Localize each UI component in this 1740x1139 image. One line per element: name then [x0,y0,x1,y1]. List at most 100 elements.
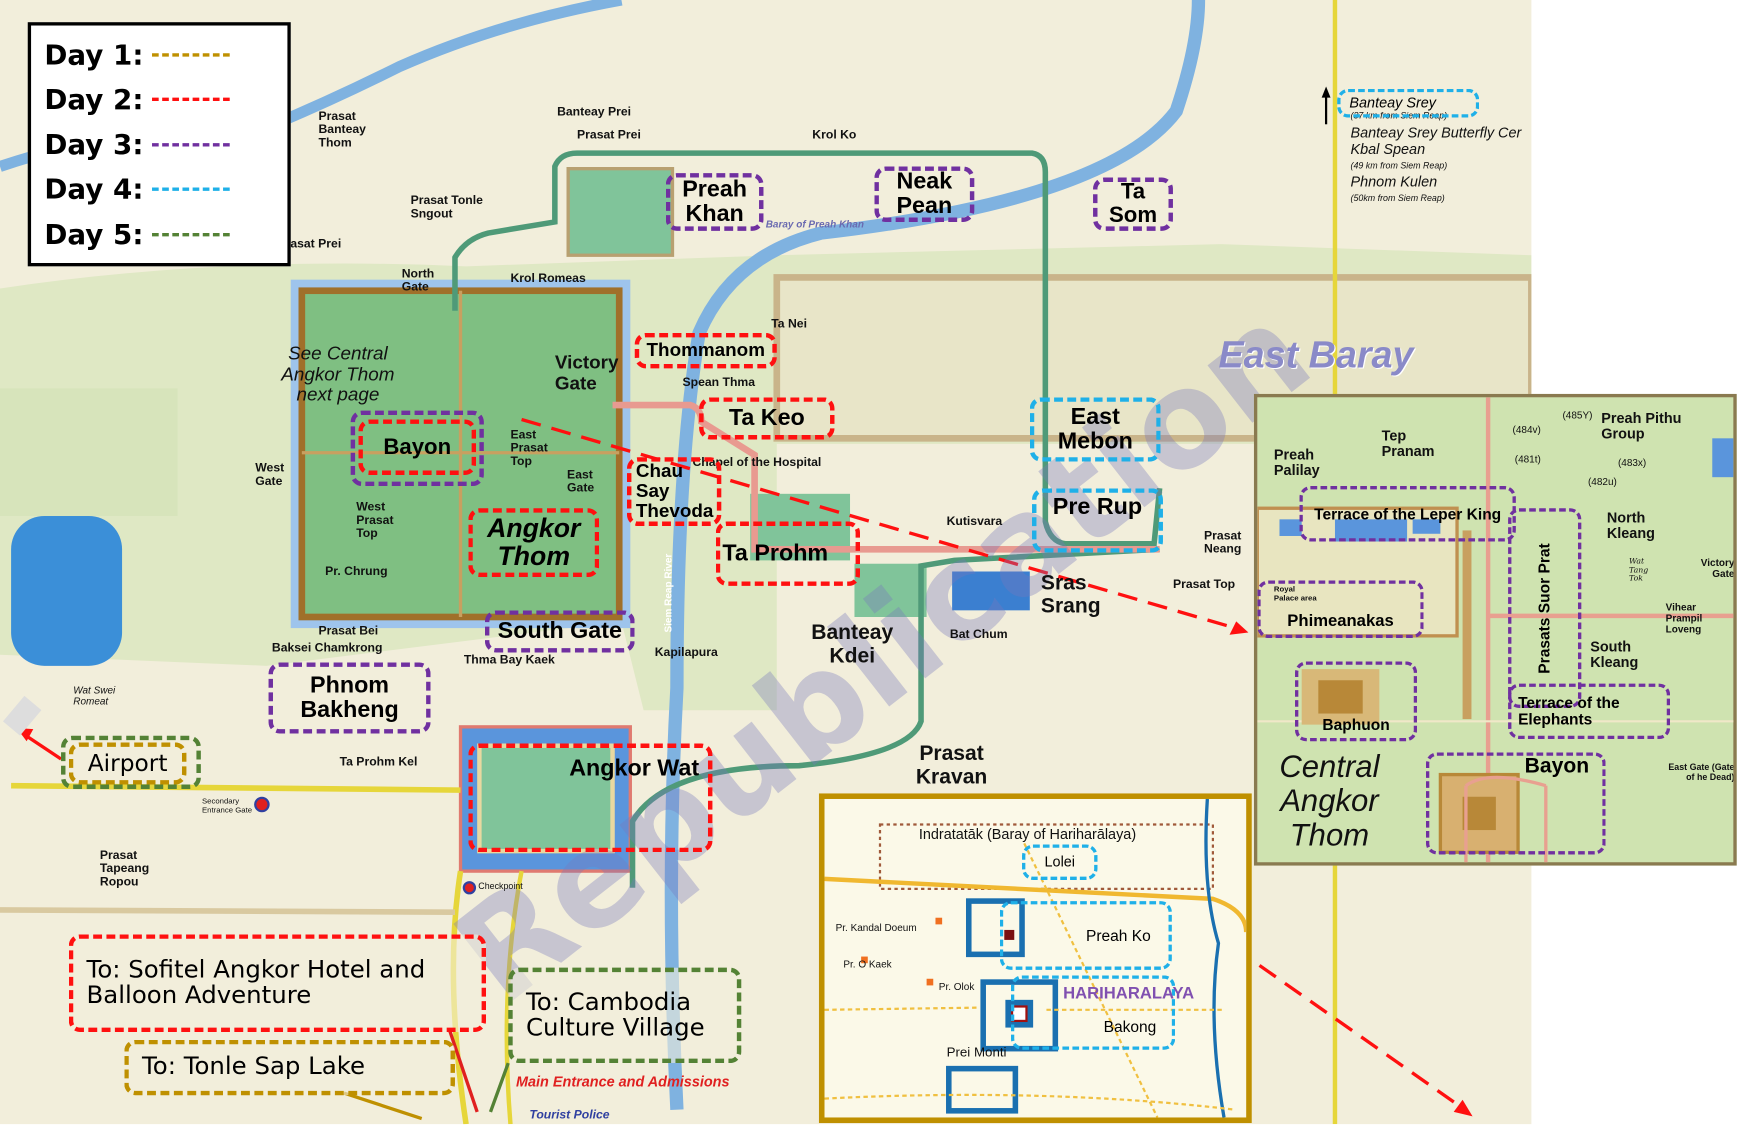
label-tourist-police: Tourist Police [529,1108,610,1122]
stop-sofitel[interactable]: To: Sofitel Angkor Hotel and Balloon Adv… [68,934,487,1033]
label-west-prasat-top: West Prasat Top [356,500,394,541]
sras-srang-lake [952,571,1030,611]
label-kbal-distance: (49 km from Siem Reap) [1350,160,1448,171]
park-area [0,388,178,517]
stop-preah-khan[interactable]: Preah Khan [665,173,764,231]
label-kbal-spean: Kbal Spean [1350,140,1426,158]
label-chapel-hospital: Chapel of the Hospital [692,456,822,470]
stop-bayon[interactable]: Bayon [358,419,477,475]
preah-khan-site [566,167,675,257]
stop-baphuon[interactable]: Baphuon [1295,661,1418,742]
airport-arrow [23,733,62,761]
legend-swatch [152,232,230,237]
legend-day4: Day 4: [44,167,274,212]
label-bat-chum: Bat Chum [949,628,1008,642]
callout-arrow-roluos [1258,964,1466,1112]
stop-thommanom[interactable]: Thommanom [634,332,777,369]
stop-ta-prohm[interactable]: Ta Prohm [715,521,861,586]
stop-phnom-bakheng[interactable]: Phnom Bakheng [268,662,431,734]
inset-label-victory-gate: Victory Gate [1700,557,1735,580]
grand-circuit-road [452,150,1163,547]
label-pr-chrung: Pr. Chrung [325,564,388,579]
checkpoint-marker [462,881,477,895]
stop-preah-ko[interactable]: Preah Ko [999,901,1172,970]
sofitel-arrow [447,1029,479,1113]
legend-label: Day 5: [44,218,144,251]
label-wat-swei-romeat: Wat Swei Romeat [73,684,116,707]
inset-label-north-kleang: North Kleang [1606,509,1655,542]
inset-label-484v: (484v) [1512,423,1541,436]
stop-neak-pean[interactable]: Neak Pean [874,166,975,222]
siem-reap-river [664,0,1206,1111]
label-baray-preah-khan: Baray of Preah Khan [765,218,864,230]
label-baksei-chamkrong: Baksei Chamkrong [271,641,383,655]
label-prasat-prei-west: Prasat Prei [277,237,342,251]
roluos-label-indratataka: Indratatāk (Baray of Hariharālaya) [918,825,1137,843]
label-checkpoint: Checkpoint [478,881,523,892]
legend-label: Day 3: [44,128,144,161]
inset-roluos-base [824,798,1247,1118]
inset-label-east-gate: East Gate (Gate of he Dead) [1668,762,1735,783]
stop-bayon-inset[interactable]: Bayon [1425,752,1606,855]
label-prasat-prei: Prasat Prei [577,128,641,143]
label-sras-srang: Sras Srang [1040,571,1101,618]
stop-phimeanakas[interactable]: Phimeanakas [1257,580,1424,639]
inset-central-angkor-thom: Preah Palilay Tep Pranam Preah Pithu Gro… [1253,393,1737,866]
inset-label-south-kleang: South Kleang [1590,638,1639,671]
stop-chau-say-thevoda[interactable]: Chau Say Thevoda [626,457,722,526]
label-victory-gate: Victory Gate [554,351,619,394]
stop-angkor-thom[interactable]: Angkor Thom [468,508,600,578]
legend-day2: Day 2: [44,77,274,122]
label-secondary-gate: Secondary Entrance Gate [201,797,253,815]
stop-east-mebon[interactable]: East Mebon [1029,397,1161,462]
secondary-gate-marker [254,796,270,813]
inset-label-wat-tang-tok: Wat Tang Tok [1629,557,1649,584]
label-main-entrance: Main Entrance and Admissions [516,1073,730,1090]
suor-prat-label: Prasats Suor Prat [1535,542,1554,674]
label-banteay-kdei: Banteay Kdei [811,621,894,668]
roluos-label-prei-monti: Prei Monti [946,1044,1007,1060]
label-spean-thma: Spean Thma [682,376,756,390]
stop-south-gate[interactable]: South Gate [484,610,635,653]
legend-label: Day 2: [44,83,144,116]
stop-ta-som[interactable]: Ta Som [1093,177,1173,231]
label-see-central: See Central Angkor Thom next page [281,342,395,406]
label-ta-nei: Ta Nei [771,317,807,331]
legend-day5: Day 5: [44,212,274,257]
label-prasat-tapeang-ropou: Prasat Tapeang Ropou [99,848,150,890]
stop-bayon-day3[interactable]: Bayon [350,410,484,487]
label-kapilapura: Kapilapura [654,645,718,660]
stop-airport[interactable]: Airport [68,742,187,785]
inset-roluos-group: Indratatāk (Baray of Hariharālaya) Lolei… [818,793,1252,1124]
label-prasat-banteay-thom: Prasat Banteay Thom [318,109,366,151]
stop-angkor-wat[interactable]: Angkor Wat [468,743,713,853]
legend-swatch [152,97,230,102]
stop-terrace-leper-king[interactable]: Terrace of the Leper King [1299,486,1516,542]
roluos-label-olok: Pr. Olok [938,980,975,993]
legend-label: Day 1: [44,38,144,71]
label-kulen-distance: (50km from Siem Reap) [1350,193,1445,204]
inset-label-royal-palace: Royal Palace area [1273,585,1317,603]
label-prasat-tonle-sngout: Prasat Tonle Sngout [410,194,483,221]
stop-culture-village[interactable]: To: Cambodia Culture Village [508,967,742,1064]
roluos-label-hariharalaya: HARIHARALAYA [1063,984,1195,1004]
stop-pre-rup[interactable]: Pre Rup [1032,488,1163,553]
stop-ta-keo[interactable]: Ta Keo [699,397,835,440]
label-krol-ko: Krol Ko [812,128,857,143]
stop-tonle-sap[interactable]: To: Tonle Sap Lake [124,1039,455,1096]
stop-bakong[interactable]: Bakong [1010,975,1176,1050]
stop-airport-day5[interactable]: Airport [61,735,201,789]
stop-terrace-elephants[interactable]: Terrace of the Elephants [1508,683,1671,740]
label-east-baray: East Baray [1218,334,1414,377]
inset-central-base [1257,397,1734,863]
stop-lolei[interactable]: Lolei [1022,844,1098,880]
stop-prasats-suor-prat[interactable]: Prasats Suor Prat [1508,508,1582,708]
label-prasat-neang: Prasat Neang [1204,529,1242,557]
inset-label-preah-pithu: Preah Pithu Group [1601,409,1682,442]
inset-label-tep-pranam: Tep Pranam [1381,427,1435,460]
label-phnom-kulen: Phnom Kulen [1350,173,1438,190]
inset-label-preah-palilay: Preah Palilay [1273,446,1320,479]
legend-day3: Day 3: [44,122,274,167]
stop-banteay-srey[interactable]: Banteay Srey [1337,88,1480,118]
